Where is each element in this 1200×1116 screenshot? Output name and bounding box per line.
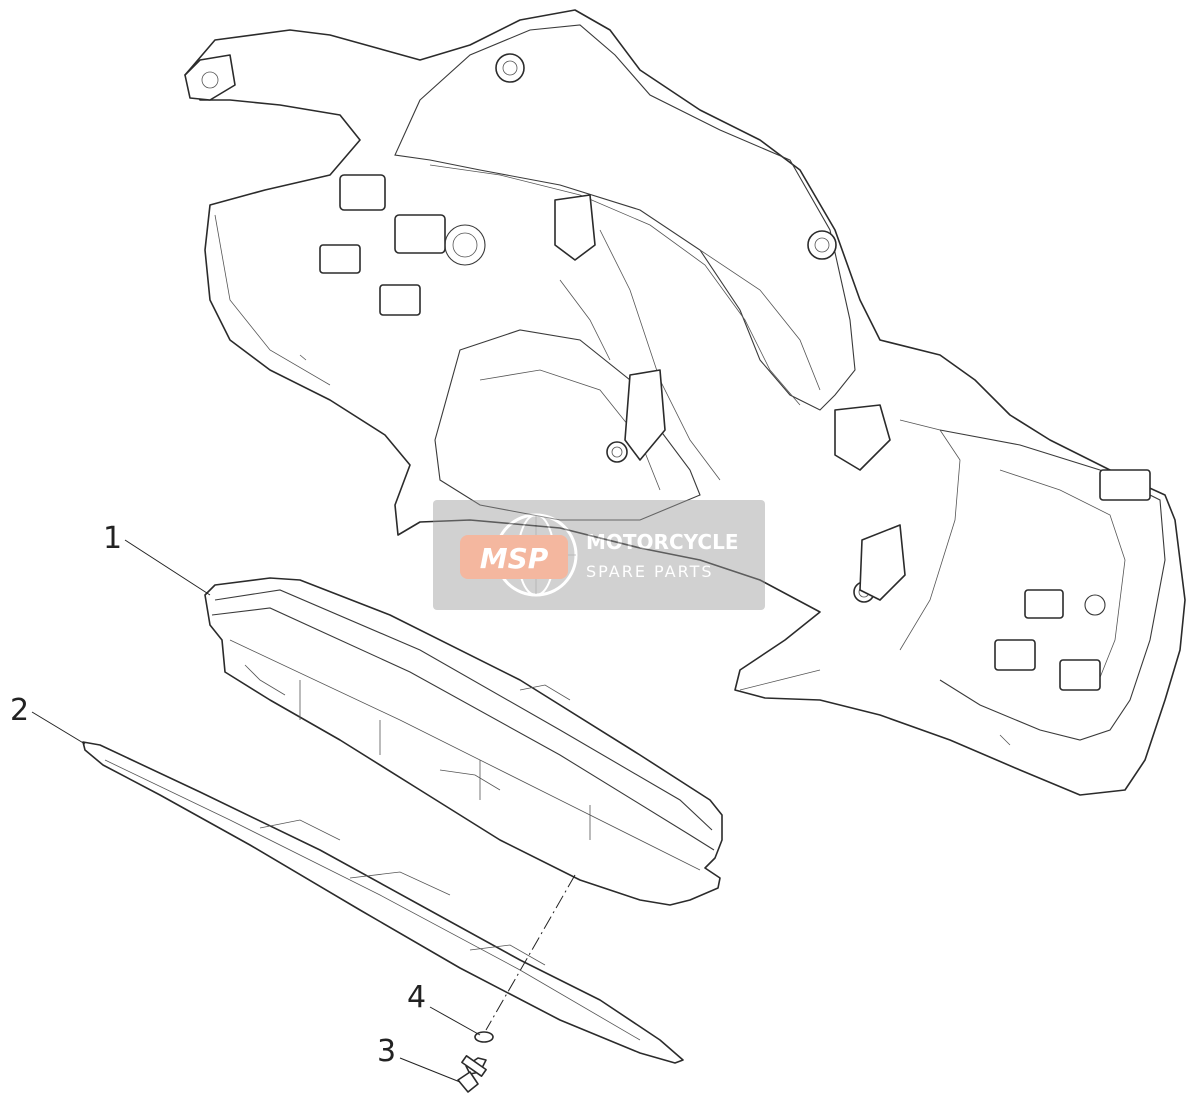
- callout-label-3: 3: [377, 1034, 396, 1069]
- callout-1: 1: [103, 521, 211, 596]
- watermark-logo-text: MSP: [480, 542, 549, 575]
- assembly-axis-line: [485, 874, 576, 1031]
- watermark-globe-icon: [494, 513, 578, 597]
- watermark-line1: MOTORCYCLE: [586, 530, 738, 554]
- callout-2: 2: [10, 693, 86, 745]
- callout-4: 4: [407, 980, 481, 1036]
- callout-label-4: 4: [407, 980, 426, 1015]
- watermark: MSP MOTORCYCLE SPARE PARTS: [433, 500, 765, 610]
- callout-label-2: 2: [10, 693, 29, 728]
- callout-3: 3: [377, 1034, 461, 1083]
- cluster-gasket: [82, 741, 684, 1064]
- watermark-logo-badge: [460, 535, 568, 579]
- watermark-panel: [433, 500, 765, 610]
- handlebar-cover: [184, 9, 1186, 796]
- callout-label-1: 1: [103, 521, 122, 556]
- watermark-line2: SPARE PARTS: [586, 562, 714, 581]
- instrument-cluster: [204, 577, 723, 906]
- screw: [457, 1055, 487, 1093]
